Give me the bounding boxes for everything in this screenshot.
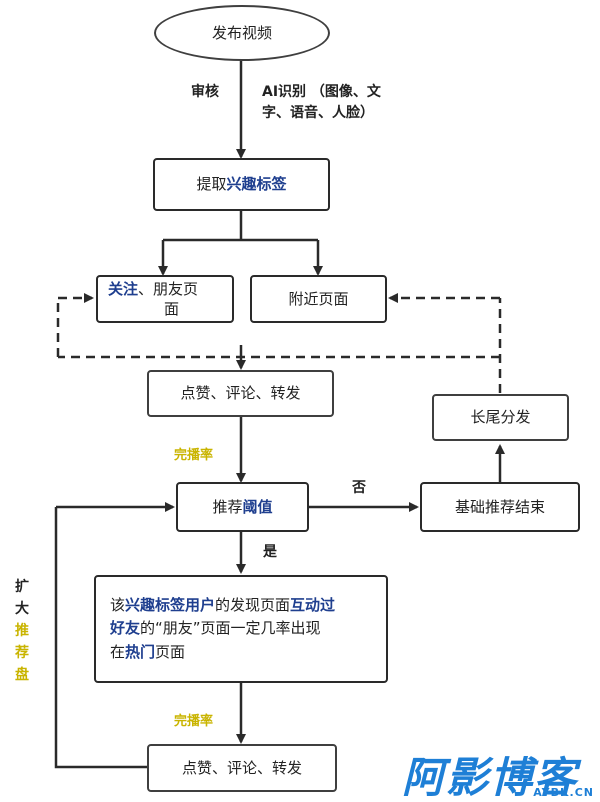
logo-subtext: AYBK.CN — [533, 786, 594, 799]
expand-char-1: 扩 — [15, 579, 29, 595]
yes-label: 是 — [263, 544, 277, 560]
logo-text: 阿影博客 — [402, 753, 579, 802]
expand-recommend-pool-label: 扩 大 推 荐 盘 — [12, 576, 32, 686]
follow-friends-page-node: 关注、朋友页 面 — [96, 275, 234, 323]
push-text-highlight: 好友 — [110, 619, 141, 638]
threshold-prefix: 推荐 — [212, 497, 243, 516]
push-text-highlight: 兴趣标签用户 — [125, 596, 216, 615]
extract-tags-node: 提取兴趣标签 — [153, 158, 330, 211]
nearby-page-label: 附近页面 — [288, 289, 349, 308]
basic-recommend-end-node: 基础推荐结束 — [420, 482, 580, 532]
interest-tags-highlight: 兴趣标签 — [226, 175, 287, 194]
feedback-loop-line — [54, 507, 148, 769]
push-text-highlight: 热门 — [125, 642, 156, 661]
engagement-node-1: 点赞、评论、转发 — [147, 370, 334, 417]
threshold-node: 推荐阈值 — [176, 482, 309, 532]
completion-rate-label-1: 完播率 — [174, 448, 214, 463]
publish-video-node: 发布视频 — [154, 5, 330, 61]
basic-recommend-end-label: 基础推荐结束 — [454, 497, 545, 516]
engagement-label-2: 点赞、评论、转发 — [181, 758, 302, 777]
push-text-segment: 页面 — [155, 642, 186, 661]
review-label: 审核 — [191, 84, 219, 100]
push-text-segment: 该 — [110, 596, 126, 615]
push-text-line3: 在热门页面 — [110, 641, 335, 664]
completion-rate-label-2: 完播率 — [174, 714, 214, 729]
push-hot-page-node: 该兴趣标签用户的发现页面互动过 好友的“朋友”页面一定几率出现 在热门页面 — [94, 575, 388, 683]
no-label: 否 — [352, 480, 366, 496]
follow-highlight: 关注 — [108, 279, 139, 298]
expand-char-3: 推 — [15, 623, 29, 639]
push-text-segment: 的发现页面 — [215, 596, 291, 615]
push-text-line1: 该兴趣标签用户的发现页面互动过 — [110, 594, 335, 617]
push-text-line2: 好友的“朋友”页面一定几率出现 — [110, 617, 335, 640]
follow-friends-text: 、朋友页 — [138, 279, 199, 298]
aybk-logo: 阿影博客 AYBK.CN — [402, 746, 598, 802]
push-text-segment: 的“朋友”页面一定几率出现 — [140, 619, 321, 638]
longtail-label: 长尾分发 — [470, 408, 531, 427]
expand-char-5: 盘 — [15, 667, 29, 683]
push-text-highlight: 互动过 — [290, 596, 336, 615]
longtail-node: 长尾分发 — [432, 394, 569, 441]
follow-friends-line2: 面 — [164, 300, 180, 318]
push-text-segment: 在 — [110, 642, 126, 661]
ai-recognition-label-line2: 字、语音、人脸） — [262, 105, 374, 121]
expand-char-2: 大 — [15, 601, 29, 617]
threshold-highlight: 阈值 — [242, 497, 273, 516]
publish-video-label: 发布视频 — [211, 23, 272, 42]
ai-recognition-label-line1: AI识别 （图像、文 — [262, 84, 381, 100]
engagement-node-2: 点赞、评论、转发 — [147, 744, 337, 792]
extract-tags-prefix: 提取 — [196, 175, 227, 194]
nearby-page-node: 附近页面 — [250, 275, 387, 323]
engagement-label-1: 点赞、评论、转发 — [180, 384, 301, 403]
expand-char-4: 荐 — [15, 645, 29, 661]
